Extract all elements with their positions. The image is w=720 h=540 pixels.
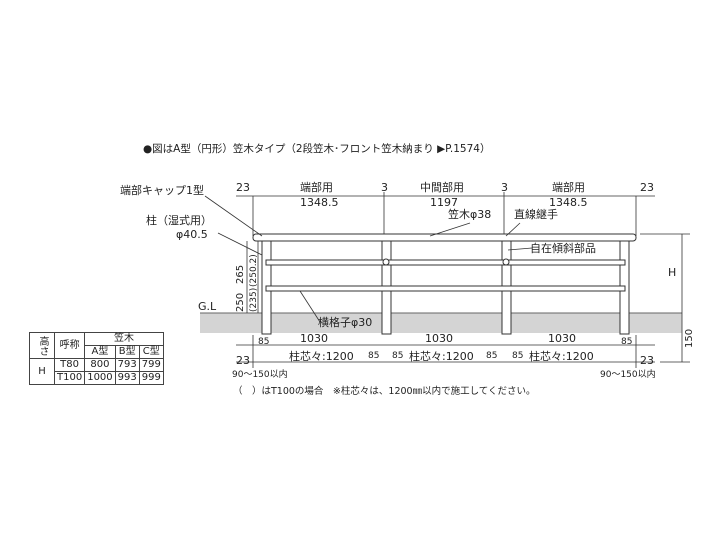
dim-post-85: 85 [486, 351, 497, 361]
rail-upper [265, 259, 626, 266]
leader-joint [505, 222, 521, 237]
leader-end-cap [204, 195, 263, 237]
table-header-type-c: C型 [138, 345, 164, 359]
dim-post-85: 85 [368, 351, 379, 361]
dim-span-2: 1030 [425, 332, 453, 345]
dim-height-235: (235) [249, 288, 259, 312]
dim-bottom-right-23: 23 [640, 354, 654, 367]
dim-embed-left: 90～150以内 [232, 368, 288, 380]
dim-span-1: 1030 [300, 332, 328, 345]
dim-span-3: 1030 [548, 332, 576, 345]
leader-kasagi [429, 222, 471, 237]
joint-mark [502, 258, 510, 266]
label-h: H [668, 266, 676, 279]
table-cell: 800 [84, 358, 116, 372]
table-header-name: 呼称 [53, 332, 86, 359]
table-cell: T80 [53, 358, 86, 372]
table-cell: 999 [138, 371, 164, 385]
label-rail: 横格子φ30 [318, 315, 372, 329]
dim-end-section-left: 端部用 [300, 180, 333, 194]
dim-mid-length: 1197 [430, 196, 458, 209]
dim-depth-150: 150 [684, 329, 695, 348]
table-cell-h: H [29, 358, 55, 385]
joint-mark [382, 258, 390, 266]
figure-caption: ●図はA型（円形）笠木タイプ（2段笠木･フロント笠木納まり ▶P.1574） [143, 143, 491, 155]
dim-embed-right: 90～150以内 [600, 368, 656, 380]
dim-top-left-23: 23 [236, 181, 250, 194]
table-header-kasagi: 笠木 [84, 332, 164, 346]
dim-post-85: 85 [258, 337, 269, 347]
dim-gap-left: 3 [381, 181, 388, 194]
dim-end-length-left: 1348.5 [300, 196, 339, 209]
rail-lower [265, 285, 626, 292]
dim-post-85: 85 [621, 337, 632, 347]
dim-end-length-right: 1348.5 [549, 196, 588, 209]
table-cell: T100 [53, 371, 86, 385]
dim-height-250-2: (250.2) [249, 254, 259, 287]
leader-rail [299, 290, 321, 323]
dim-height-250: 250 [235, 293, 246, 312]
footnote: （ ）はT100の場合 ※柱芯々は、1200㎜以内で施工してください。 [233, 386, 536, 397]
table-header-type-a: A型 [84, 345, 116, 359]
table-cell: 1000 [84, 371, 116, 385]
kasagi-rail [252, 233, 637, 242]
label-post-diameter: φ40.5 [176, 228, 208, 241]
table-cell: 793 [114, 358, 140, 372]
label-straight-joint: 直線継手 [514, 207, 558, 221]
table-header-height: 高さ [29, 332, 55, 359]
dim-post-85: 85 [392, 351, 403, 361]
dim-pitch-1: 柱芯々:1200 [289, 349, 354, 363]
dim-mid-section: 中間部用 [420, 180, 464, 194]
dim-end-section-right: 端部用 [552, 180, 585, 194]
table-cell: 799 [138, 358, 164, 372]
label-kasagi: 笠木φ38 [448, 207, 491, 221]
dim-gap-right: 3 [501, 181, 508, 194]
dim-post-85: 85 [512, 351, 523, 361]
dim-bottom-left-23: 23 [236, 354, 250, 367]
label-free-slope: 自在傾斜部品 [530, 241, 596, 255]
label-end-cap: 端部キャップ1型 [120, 183, 204, 197]
height-spec-table: 高さ 呼称 笠木 A型 B型 C型 H T80 800 793 799 T100… [29, 332, 164, 385]
label-ground-level: G.L [198, 300, 217, 313]
label-post: 柱（湿式用） [146, 213, 212, 227]
table-cell: 993 [114, 371, 140, 385]
dim-top-right-23: 23 [640, 181, 654, 194]
leader-post [217, 232, 263, 256]
dim-height-265: 265 [235, 265, 246, 284]
table-row: H T80 800 793 799 [29, 358, 164, 385]
table-row: T100 1000 993 999 [30, 371, 164, 385]
dim-pitch-3: 柱芯々:1200 [529, 349, 594, 363]
ground-band [200, 313, 682, 333]
leader-free-slope [507, 247, 533, 251]
dim-pitch-2: 柱芯々:1200 [409, 349, 474, 363]
table-header-type-b: B型 [114, 345, 140, 359]
